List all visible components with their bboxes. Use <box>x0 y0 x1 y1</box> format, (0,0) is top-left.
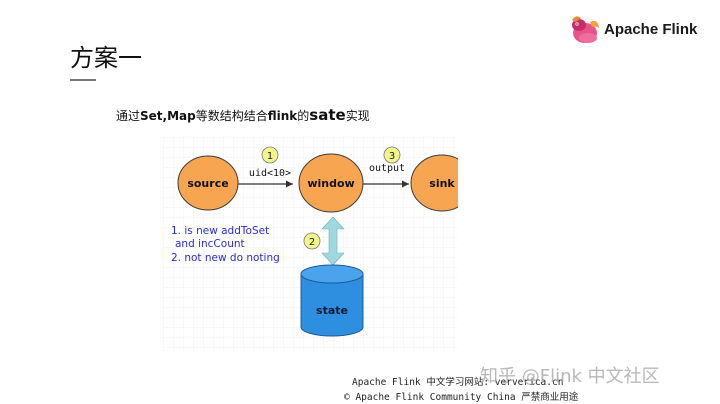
note-line-3: 2. not new do noting <box>171 252 280 264</box>
subtitle-structs: Set,Map <box>140 109 196 123</box>
node-window <box>298 153 364 213</box>
dataflow-diagram: source window sink state 1 uid<10> 3 out… <box>163 137 458 351</box>
step-2-badge <box>303 232 321 250</box>
step-2-number: 2 <box>309 237 315 248</box>
subtitle-state: sate <box>309 106 346 124</box>
slide-title: 方案一 <box>70 44 142 72</box>
node-sink-label: sink <box>429 177 455 190</box>
footer-copyright: © Apache Flink Community China 严禁商业用途 <box>344 392 579 403</box>
watermark: 知乎 @Flink 中文社区 <box>480 366 660 387</box>
note-line-2: and incCount <box>175 238 245 250</box>
subtitle-flink: flink <box>267 109 298 123</box>
node-source-label: source <box>187 177 228 190</box>
note-line-1: 1. is new addToSet <box>171 225 269 237</box>
step-1-number: 1 <box>267 151 273 162</box>
edge1-label: uid<10> <box>249 168 291 179</box>
node-sink <box>410 154 458 212</box>
subtitle-suffix: 实现 <box>345 109 370 123</box>
footer-website: Apache Flink 中文学习网站: ververica.cn <box>352 377 564 388</box>
subtitle-mid: 等数结构结合 <box>195 109 268 123</box>
node-source <box>177 155 239 211</box>
edge3-label: output <box>369 163 405 174</box>
subtitle-of: 的 <box>297 109 310 123</box>
subtitle-prefix: 通过 <box>116 109 141 123</box>
node-window-label: window <box>307 177 354 190</box>
step-3-number: 3 <box>389 151 395 162</box>
apache-flink-logo <box>572 16 599 43</box>
brand-name: Apache Flink <box>604 21 698 38</box>
title-underline <box>70 79 96 81</box>
step-1-badge <box>261 146 279 164</box>
step-3-badge <box>383 146 401 164</box>
slide-subtitle: 通过Set,Map等数结构结合flink的sate实现 <box>116 106 370 124</box>
node-state <box>300 264 364 337</box>
node-state-label: state <box>316 304 348 317</box>
